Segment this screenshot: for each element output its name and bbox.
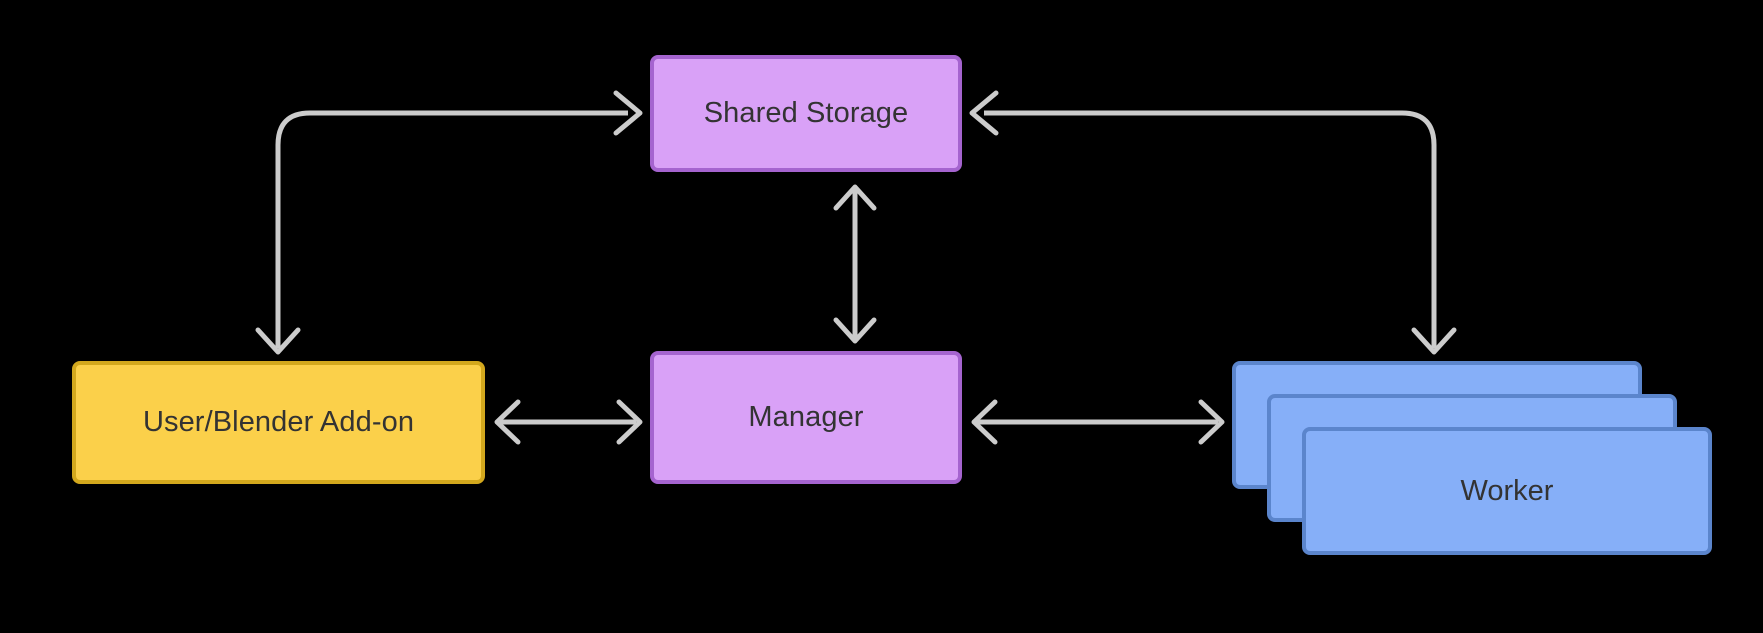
arrowhead-right	[616, 399, 643, 445]
node-manager[interactable]: Manager	[650, 351, 962, 484]
edge-manager-to-worker	[971, 399, 1225, 445]
arrowhead-left	[971, 399, 998, 445]
edge-user-to-manager	[494, 399, 643, 445]
arrowhead-down	[255, 327, 301, 355]
node-shared-storage-label: Shared Storage	[703, 97, 909, 130]
arrowhead-up	[833, 184, 877, 211]
edge-shared-storage-to-manager	[833, 184, 877, 344]
arrowhead-down	[1411, 327, 1457, 355]
node-manager-label: Manager	[748, 401, 864, 434]
node-worker-label: Worker	[1460, 474, 1554, 507]
edge-worker-to-shared-storage	[969, 90, 1457, 355]
arrowhead-right	[613, 90, 643, 136]
arrowhead-left	[969, 90, 999, 136]
edge-line	[275, 110, 628, 348]
node-user-blender-addon[interactable]: User/Blender Add-on	[72, 361, 485, 484]
node-shared-storage[interactable]: Shared Storage	[650, 55, 962, 172]
edge-user-to-shared-storage	[255, 90, 643, 355]
node-worker-card-front[interactable]: Worker	[1302, 427, 1712, 555]
node-worker-stack[interactable]: Worker	[1232, 361, 1712, 555]
node-user-blender-addon-label: User/Blender Add-on	[142, 406, 415, 439]
edge-line	[984, 110, 1437, 348]
arrowhead-right	[1198, 399, 1225, 445]
arrowhead-down	[833, 317, 877, 344]
arrowhead-left	[494, 399, 521, 445]
